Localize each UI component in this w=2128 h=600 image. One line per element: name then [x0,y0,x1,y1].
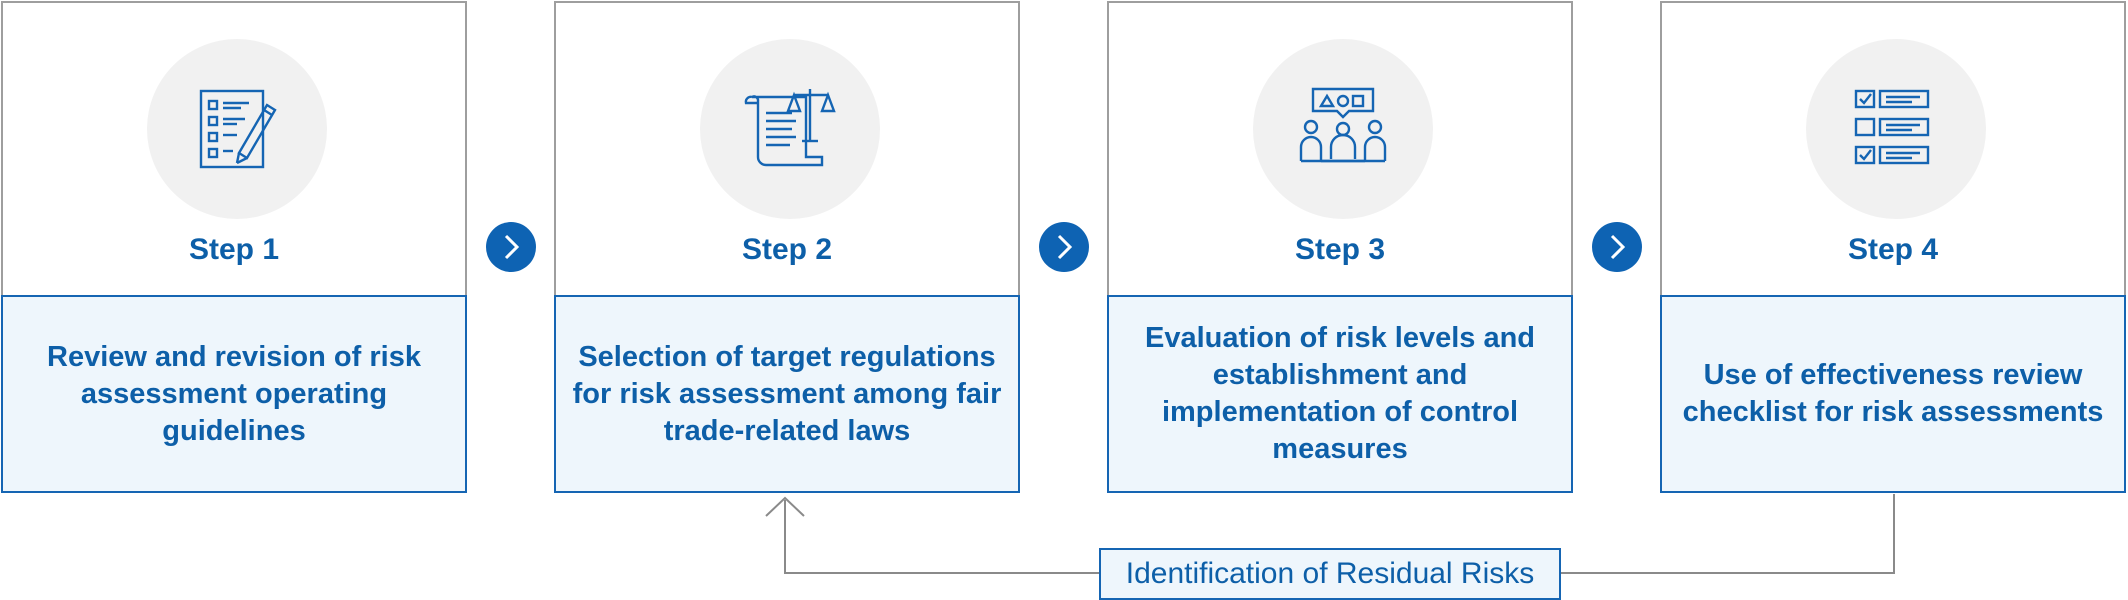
icon-circle [1253,39,1433,219]
group-discussion-icon [1299,87,1387,163]
checkbox-list-icon [1854,89,1930,165]
chevron-right-icon [1057,234,1073,260]
scroll-scale-icon [744,89,836,167]
next-arrow-3 [1592,222,1642,272]
next-arrow-1 [486,222,536,272]
chevron-right-icon [1610,234,1626,260]
step-description: Review and revision of risk assessment o… [47,340,421,447]
step-description-box: Use of effectiveness review checklist fo… [1660,295,2126,493]
step-label: Step 3 [1294,233,1386,266]
icon-circle [1806,39,1986,219]
step-description: Evaluation of risk levels and establishm… [1144,322,1536,465]
step-card-4: Step 4 Use of effectiveness review check… [1660,1,2126,493]
checklist-pen-icon [199,89,277,169]
step-label: Step 2 [741,233,833,266]
residual-risks-box: Identification of Residual Risks [1099,548,1561,600]
residual-risks-label: Identification of Residual Risks [1125,557,1535,590]
step-card-2: Step 2 Selection of target regulations f… [554,1,1020,493]
icon-circle [700,39,880,219]
icon-circle [147,39,327,219]
step-label: Step 4 [1847,233,1939,266]
step-description: Use of effectiveness review checklist fo… [1682,359,2104,428]
step-card-3: Step 3 Evaluation of risk levels and est… [1107,1,1573,493]
up-arrowhead [765,496,805,517]
next-arrow-2 [1039,222,1089,272]
chevron-right-icon [504,234,520,260]
step-label: Step 1 [188,233,280,266]
step-card-1: Step 1 Review and revision of risk asses… [1,1,467,493]
step-description-box: Selection of target regulations for risk… [554,295,1020,493]
step-description-box: Review and revision of risk assessment o… [1,295,467,493]
step-description: Selection of target regulations for risk… [572,340,1002,447]
step-description-box: Evaluation of risk levels and establishm… [1107,295,1573,493]
